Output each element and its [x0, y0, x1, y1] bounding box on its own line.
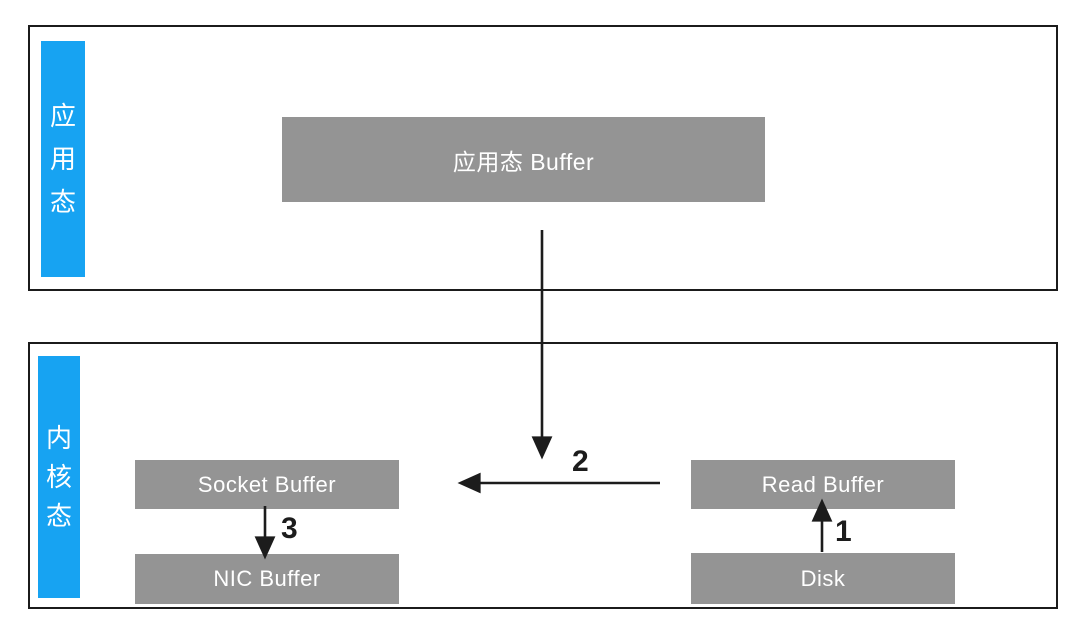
- step-3-label: 3: [281, 512, 298, 545]
- user-mode-label: 应用态: [41, 41, 85, 277]
- kernel-mode-label: 内核态: [38, 356, 80, 598]
- read-buffer-box: Read Buffer: [691, 460, 955, 509]
- disk-box: Disk: [691, 553, 955, 604]
- step-2-label: 2: [572, 445, 589, 478]
- user-mode-zone: 应用态 应用态 Buffer: [28, 25, 1058, 291]
- kernel-mode-zone: 内核态 Socket Buffer NIC Buffer Read Buffer…: [28, 342, 1058, 609]
- socket-buffer-box: Socket Buffer: [135, 460, 399, 509]
- nic-buffer-box: NIC Buffer: [135, 554, 399, 604]
- step-1-label: 1: [835, 515, 852, 548]
- application-buffer-box: 应用态 Buffer: [282, 117, 765, 202]
